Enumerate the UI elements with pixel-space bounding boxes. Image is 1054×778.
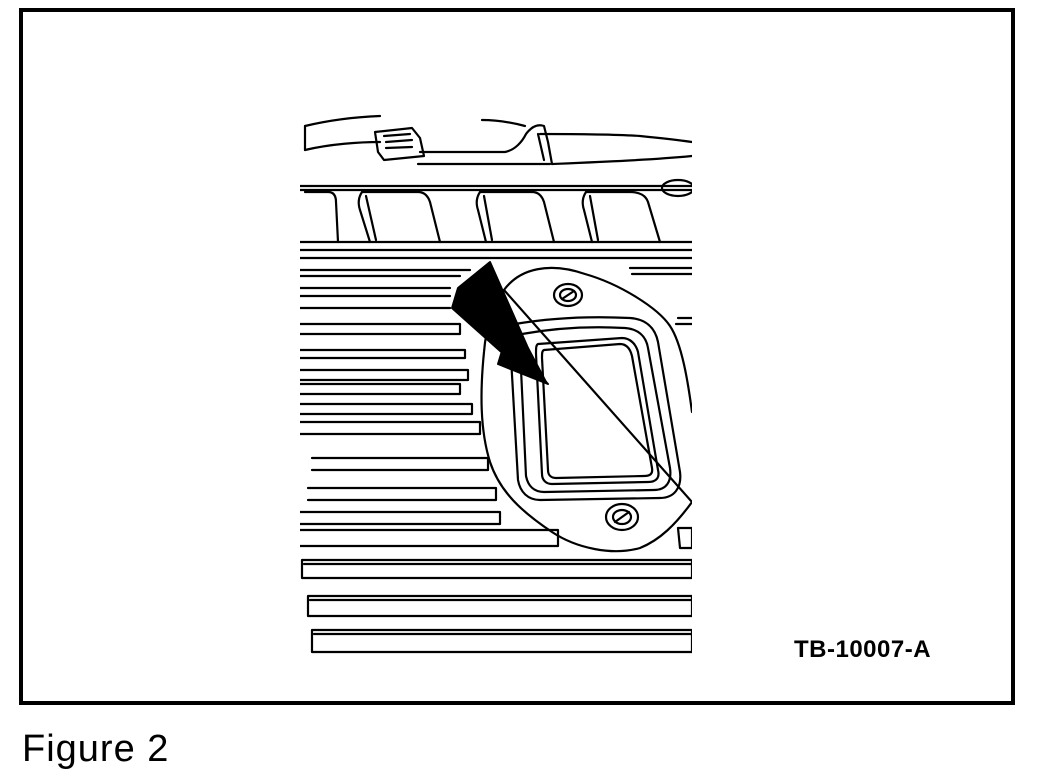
hose-connector [303, 114, 692, 166]
arrow-icon [451, 261, 549, 385]
case-ribs [300, 178, 692, 244]
cover-plate [480, 266, 692, 553]
drawing-id-label: TB-10007-A [794, 636, 932, 663]
figure-caption: Figure 2 [22, 728, 170, 770]
transmission-illustration [300, 114, 692, 654]
cover-bolts [552, 282, 640, 532]
pan-fins [300, 248, 692, 654]
